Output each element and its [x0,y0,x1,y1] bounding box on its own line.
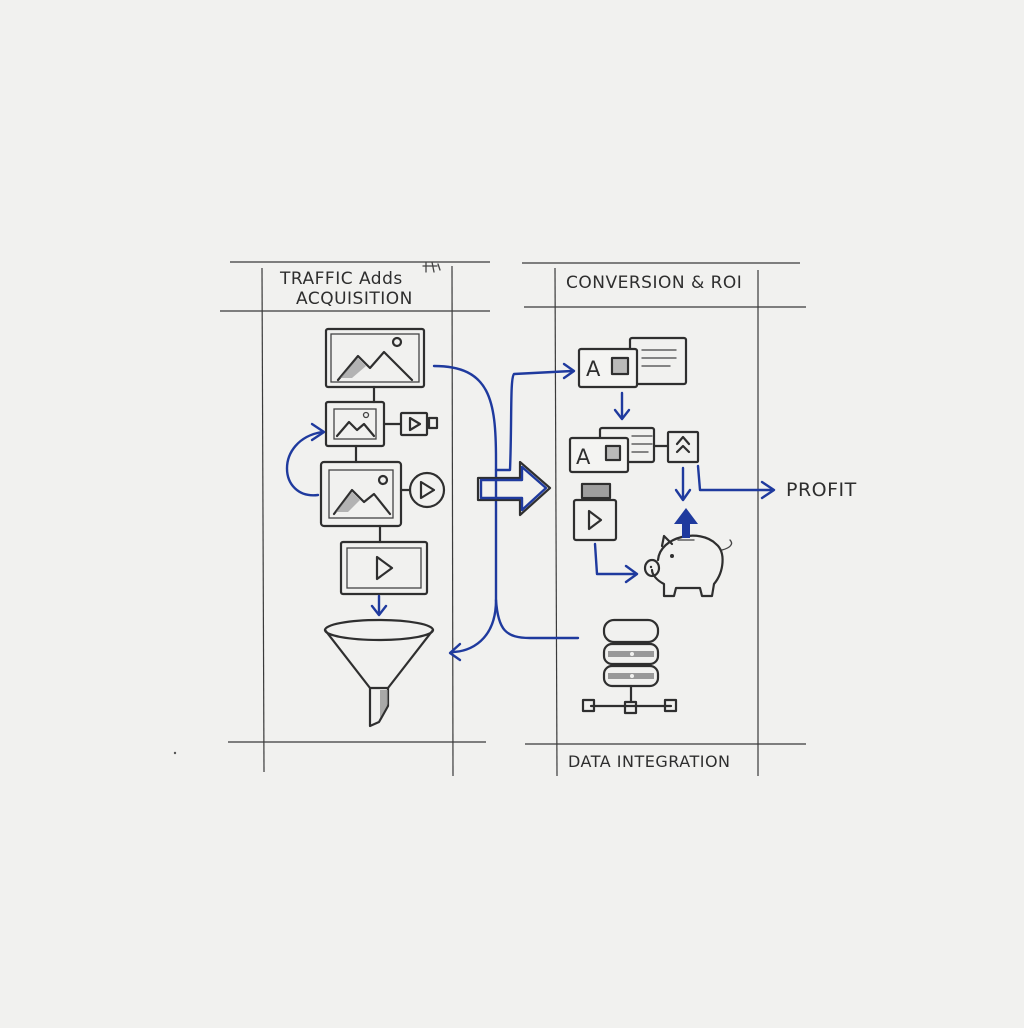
video-icon [339,540,429,596]
funnel-icon [323,618,435,728]
piggy-bank-icon [643,534,733,598]
ad-card-icon [568,426,656,474]
down-arrow [674,466,692,502]
image-icon [319,460,403,528]
loop-arrow [285,422,326,497]
branch-to-ad-arrow [494,362,576,472]
database-icon [602,618,660,688]
left-panel-frame [220,261,490,777]
to-savings-arrow [593,542,639,584]
main-flow-arrow [476,460,552,517]
ad-card-icon [577,336,688,389]
profit-arrow [696,464,776,500]
image-icon [324,400,386,448]
feedback-arrow [432,364,498,662]
ad-letter: A [576,445,591,469]
header-doodle-icon [422,261,441,273]
image-icon [324,327,426,389]
play-icon [408,471,446,509]
sort-icon [666,430,700,464]
right-panel-frame [522,262,806,777]
left-header-line2: ACQUISITION [296,289,413,309]
paper-speck [173,751,177,755]
down-arrow [613,391,631,421]
left-header-line1: TRAFFIC Adds [279,269,403,289]
data-integration-label: DATA INTEGRATION [568,752,731,771]
down-arrow [370,594,388,617]
profit-label: PROFIT [786,479,857,501]
play-icon [399,411,439,437]
ad-letter: A [586,357,601,381]
up-arrow [674,508,698,538]
branch-to-data-arrow [494,598,580,640]
network-icon [581,684,678,715]
video-card-icon [572,482,618,542]
right-header: CONVERSION & ROI [566,273,742,293]
